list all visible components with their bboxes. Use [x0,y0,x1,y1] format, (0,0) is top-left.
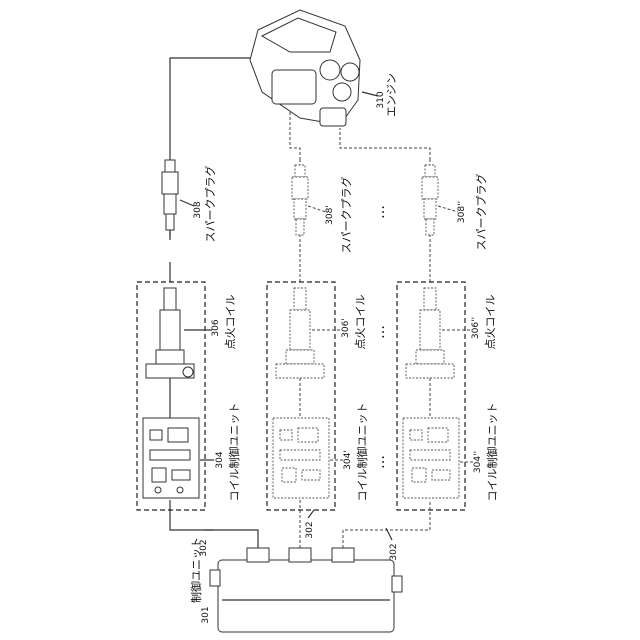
engine-label: エンジン [385,73,398,117]
ignition-coil-1-label: 点火コイル [224,295,237,350]
ellipsis-coils: … [372,325,388,339]
spark-plug-3-label: スパークプラグ [474,174,488,251]
ignition-coil-2-label: 点火コイル [354,295,367,350]
wire-number-1: 302 [199,539,209,556]
coil-control-unit-1-number: 304 [215,451,225,468]
coil-control-unit-2-number: 304' [343,450,353,470]
spark-plug-1 [162,160,178,240]
spark-plug-1-number: 308 [193,201,203,218]
control-unit [210,548,402,632]
ignition-coil-2 [276,288,324,418]
spark-plug-3-number: 308'' [457,201,467,223]
spark-plug-3 [422,165,438,235]
engine-number: 310 [376,91,386,108]
ignition-coil-1 [146,288,194,418]
spark-plug-2-number: 308' [325,205,335,225]
coil-control-unit-1-label: コイル制御ユニット [227,403,241,502]
coil-control-unit-3-number: 304'' [473,451,483,473]
coil-control-unit-2 [273,418,329,498]
ignition-coil-3-number: 306'' [471,317,481,339]
spark-plug-2-label: スパークプラグ [339,177,353,254]
spark-plug-1-label: スパークプラグ [203,166,217,243]
ignition-coil-2-number: 306' [341,318,351,338]
ellipsis-control-units: … [372,455,388,469]
wire-number-2: 302 [305,521,315,538]
coil-control-unit-3-label: コイル制御ユニット [485,403,499,502]
ellipsis-spark-plugs: … [372,205,388,219]
coil-control-unit-3 [403,418,459,498]
spark-plug-2 [292,165,308,235]
wire-number-3: 302 [389,543,399,560]
coil-control-unit-1 [143,418,199,498]
ignition-coil-1-number: 306 [211,319,221,336]
ignition-coil-3-label: 点火コイル [484,295,497,350]
control-unit-number: 301 [201,606,211,623]
engine [250,10,360,126]
ignition-coil-3 [406,288,454,418]
coil-control-unit-2-label: コイル制御ユニット [355,403,369,502]
